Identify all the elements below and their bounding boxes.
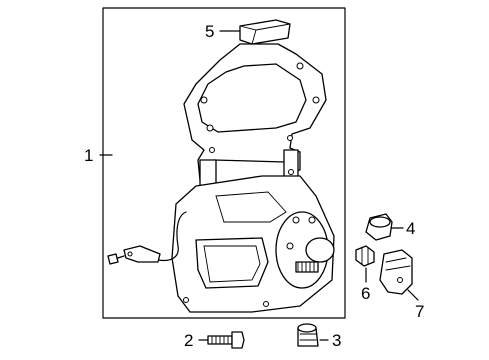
nut-part[interactable] xyxy=(297,323,319,347)
bolt-part[interactable] xyxy=(207,331,245,349)
callout-5: 5 xyxy=(205,22,214,41)
callout-3: 3 xyxy=(332,331,341,350)
callout-2: 2 xyxy=(184,331,193,350)
fog-lamp-assembly[interactable] xyxy=(107,43,335,313)
socket-bulb-part[interactable] xyxy=(355,245,375,267)
bulb-part[interactable] xyxy=(365,213,393,241)
leader-7 xyxy=(407,289,419,301)
lamp-socket-part[interactable] xyxy=(379,249,413,295)
callout-6: 6 xyxy=(361,284,370,303)
mounting-pad-part[interactable] xyxy=(239,19,291,45)
assembly-frame xyxy=(102,7,346,319)
callout-4: 4 xyxy=(406,219,415,238)
leader-lines xyxy=(99,30,419,341)
callout-1: 1 xyxy=(84,146,93,165)
callout-7: 7 xyxy=(415,302,424,321)
